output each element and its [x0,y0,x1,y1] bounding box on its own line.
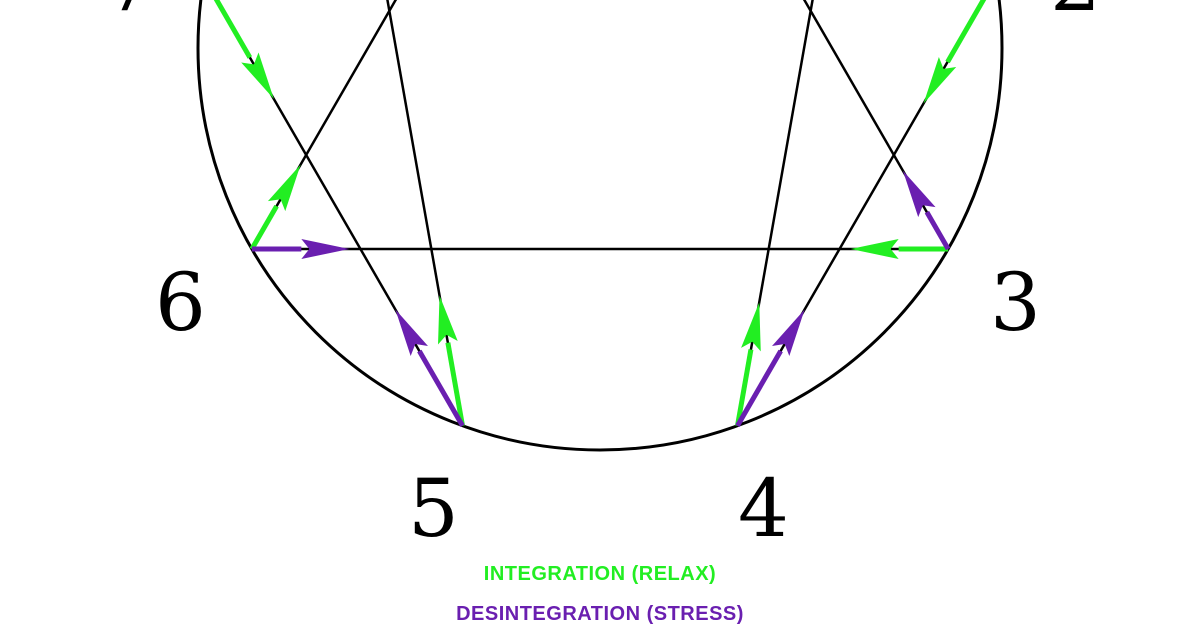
integration-arrow-6-to-9 [249,164,301,251]
arrow-head [923,56,957,104]
desintegration-arrow-5-to-7 [395,309,465,428]
arrow-head [438,295,458,345]
integration-arrow-2-to-4 [923,0,987,104]
arrow-head [772,309,805,356]
legend-integration: INTEGRATION (RELAX) [483,563,717,585]
point-label-4: 4 [738,462,789,555]
arrow-shaft [735,349,783,428]
arrow-shaft [249,204,279,251]
point-label-2: 2 [1050,0,1101,29]
desintegration-arrow-4-to-2 [735,309,805,428]
arrow-head [267,164,301,212]
arrow-head [241,52,274,100]
enneagram-circle [196,0,1004,452]
arrow-head [902,170,936,218]
arrow-shaft [417,349,465,428]
arrow-shaft [924,210,951,251]
desintegration-arrow-3-to-9 [902,170,951,251]
line-3-9 [802,0,950,250]
point-label-7: 7 [105,0,156,29]
arrow-shaft [445,342,465,427]
arrow-shaft [735,349,754,427]
desintegration-arrow-6-to-3 [251,239,350,259]
point-label-5: 5 [408,462,459,555]
legend-desintegration: DESINTEGRATION (STRESS) [456,603,744,625]
arrow-head [301,239,350,259]
integration-arrow-4-to-1 [735,302,761,427]
arrow-head [741,302,761,352]
arrow-head [395,309,428,356]
point-label-6: 6 [155,256,206,349]
line-6-9 [250,0,398,250]
arrow-head [850,239,899,259]
arrow-shaft [213,0,253,59]
point-label-3: 3 [990,256,1041,349]
arrow-shaft [945,0,987,64]
integration-arrow-5-to-8 [438,295,465,427]
integration-arrow-3-to-6 [850,239,949,259]
integration-arrow-7-to-5 [213,0,274,100]
